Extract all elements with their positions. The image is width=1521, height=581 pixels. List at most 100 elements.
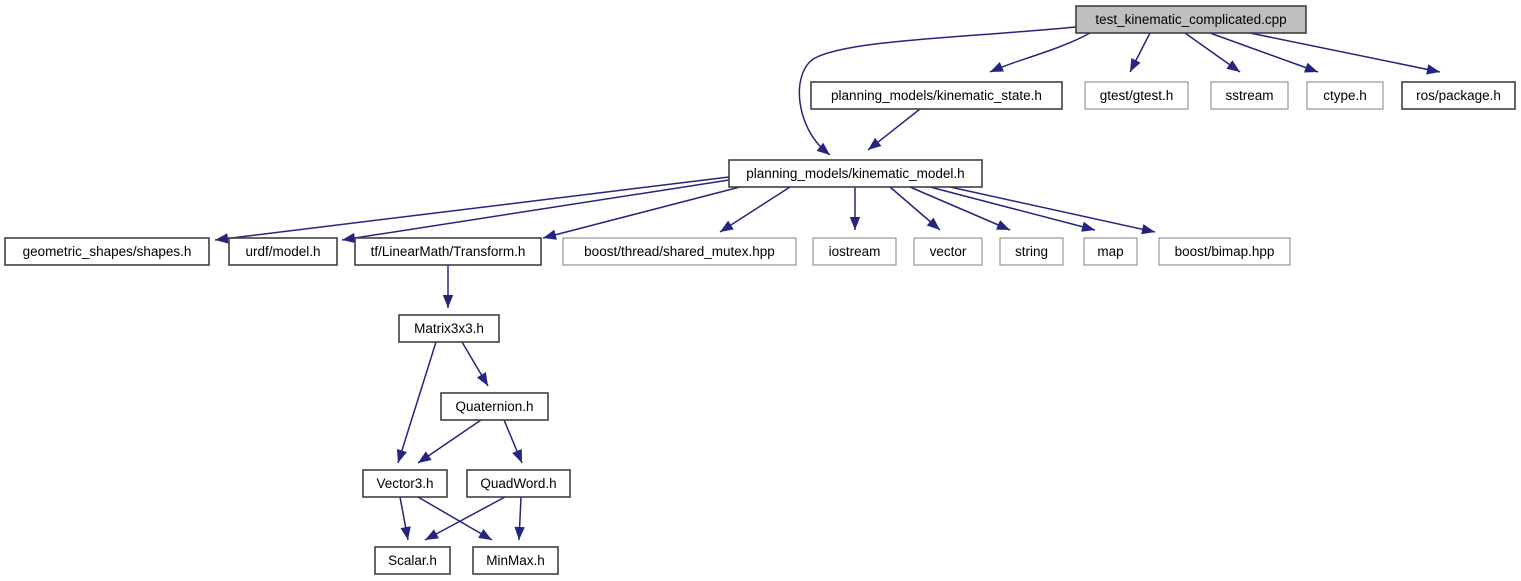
- node-box[interactable]: [374, 546, 451, 575]
- arrowhead-n6-to-n13: [996, 220, 1010, 230]
- node-label: map: [1097, 244, 1123, 259]
- graph-node[interactable]: Matrix3x3.h: [398, 314, 500, 343]
- arrowhead-n0-to-n3: [1226, 60, 1240, 72]
- node-label: planning_models/kinematic_state.h: [831, 88, 1042, 103]
- node-label: ctype.h: [1323, 88, 1367, 103]
- node-layer: test_kinematic_complicated.cpp planning_m…: [4, 5, 1516, 575]
- arrowhead-n6-to-n9: [543, 229, 557, 240]
- arrowhead-n19-to-n20: [425, 529, 439, 540]
- node-label: Quaternion.h: [455, 399, 533, 414]
- graph-node[interactable]: boost/bimap.hpp: [1158, 237, 1291, 266]
- node-label: iostream: [829, 244, 881, 259]
- node-box[interactable]: [1075, 5, 1307, 34]
- node-box[interactable]: [466, 469, 571, 498]
- edge-n6-to-n8: [341, 179, 730, 241]
- node-label: vector: [930, 244, 967, 259]
- node-box[interactable]: [1401, 81, 1516, 110]
- arrowhead-n6-to-n11: [849, 217, 861, 230]
- graph-node[interactable]: tf/LinearMath/Transform.h: [354, 237, 542, 266]
- graph-node[interactable]: ros/package.h: [1401, 81, 1516, 110]
- edge-n16-to-n18: [397, 341, 437, 464]
- node-label: urdf/model.h: [245, 244, 320, 259]
- arrowhead-n6-to-n8: [342, 232, 356, 244]
- arrowhead-n6-to-n12: [926, 217, 940, 230]
- node-box[interactable]: [1210, 81, 1289, 110]
- node-box[interactable]: [999, 237, 1064, 266]
- edge-n18-to-n21: [417, 496, 493, 541]
- arrowhead-n0-to-n2: [1130, 58, 1141, 72]
- graph-node[interactable]: MinMax.h: [472, 546, 559, 575]
- node-label: boost/bimap.hpp: [1175, 244, 1275, 259]
- graph-node[interactable]: ctype.h: [1306, 81, 1384, 110]
- node-label: geometric_shapes/shapes.h: [23, 244, 192, 259]
- edge-n6-to-n13: [909, 186, 1011, 231]
- node-box[interactable]: [728, 159, 983, 188]
- arrowhead-n17-to-n18: [418, 451, 432, 463]
- node-box[interactable]: [1083, 237, 1138, 266]
- edge-n0-to-n5: [1249, 32, 1441, 73]
- node-box[interactable]: [440, 392, 549, 421]
- node-label: tf/LinearMath/Transform.h: [371, 244, 526, 259]
- node-box[interactable]: [354, 237, 542, 266]
- graph-node[interactable]: test_kinematic_complicated.cpp: [1075, 5, 1307, 34]
- graph-node[interactable]: QuadWord.h: [466, 469, 571, 498]
- graph-node[interactable]: planning_models/kinematic_model.h: [728, 159, 983, 188]
- edge-n6-to-n15: [949, 186, 1156, 233]
- graph-node[interactable]: boost/thread/shared_mutex.hpp: [562, 237, 797, 266]
- graph-node[interactable]: Scalar.h: [374, 546, 451, 575]
- arrowhead-n17-to-n19: [512, 449, 522, 463]
- node-box[interactable]: [562, 237, 797, 266]
- graph-node[interactable]: Quaternion.h: [440, 392, 549, 421]
- node-box[interactable]: [362, 469, 448, 498]
- edge-n0-to-n1: [989, 32, 1091, 73]
- edge-layer: [214, 26, 1441, 541]
- edge-n0-to-n4: [1209, 32, 1319, 73]
- node-label: ros/package.h: [1416, 88, 1501, 103]
- node-box[interactable]: [1306, 81, 1384, 110]
- graph-node[interactable]: geometric_shapes/shapes.h: [4, 237, 210, 266]
- arrowhead-n16-to-n18: [396, 449, 407, 463]
- edge-n6-to-n7: [214, 176, 730, 241]
- arrowhead-n9-to-n16: [442, 295, 454, 308]
- arrowhead-n19-to-n21: [514, 526, 525, 540]
- arrowhead-n18-to-n20: [400, 526, 411, 540]
- arrowhead-n1-to-n6: [868, 137, 882, 150]
- node-box[interactable]: [4, 237, 210, 266]
- graph-node[interactable]: iostream: [812, 237, 897, 266]
- node-box[interactable]: [810, 81, 1063, 110]
- graph-node[interactable]: urdf/model.h: [228, 237, 338, 266]
- arrowhead-n0-to-n1: [990, 61, 1004, 72]
- node-box[interactable]: [1084, 81, 1189, 110]
- arrowhead-n6-to-n14: [1081, 221, 1095, 232]
- node-box[interactable]: [472, 546, 559, 575]
- graph-node[interactable]: sstream: [1210, 81, 1289, 110]
- node-box[interactable]: [812, 237, 897, 266]
- graph-node[interactable]: vector: [913, 237, 983, 266]
- arrowhead-n6-to-n7: [215, 233, 229, 244]
- arrowhead-n16-to-n17: [476, 372, 488, 386]
- node-label: boost/thread/shared_mutex.hpp: [584, 244, 775, 259]
- edge-n6-to-n9: [542, 186, 741, 239]
- node-label: QuadWord.h: [480, 476, 556, 491]
- node-box[interactable]: [398, 314, 500, 343]
- arrowhead-n0-to-n4: [1304, 62, 1318, 73]
- node-label: string: [1015, 244, 1048, 259]
- arrowhead-n6-to-n10: [720, 220, 734, 232]
- node-box[interactable]: [228, 237, 338, 266]
- node-box[interactable]: [1158, 237, 1291, 266]
- arrowhead-n0-to-n6: [816, 142, 830, 155]
- edge-n19-to-n20: [424, 496, 506, 541]
- node-label: Matrix3x3.h: [414, 321, 484, 336]
- arrowhead-n18-to-n21: [478, 528, 492, 540]
- graph-node[interactable]: gtest/gtest.h: [1084, 81, 1189, 110]
- node-label: Scalar.h: [388, 553, 437, 568]
- graph-node[interactable]: map: [1083, 237, 1138, 266]
- graph-node[interactable]: Vector3.h: [362, 469, 448, 498]
- edge-n6-to-n14: [929, 186, 1096, 231]
- node-box[interactable]: [913, 237, 983, 266]
- edge-n6-to-n10: [719, 186, 791, 233]
- graph-node[interactable]: planning_models/kinematic_state.h: [810, 81, 1063, 110]
- graph-node[interactable]: string: [999, 237, 1064, 266]
